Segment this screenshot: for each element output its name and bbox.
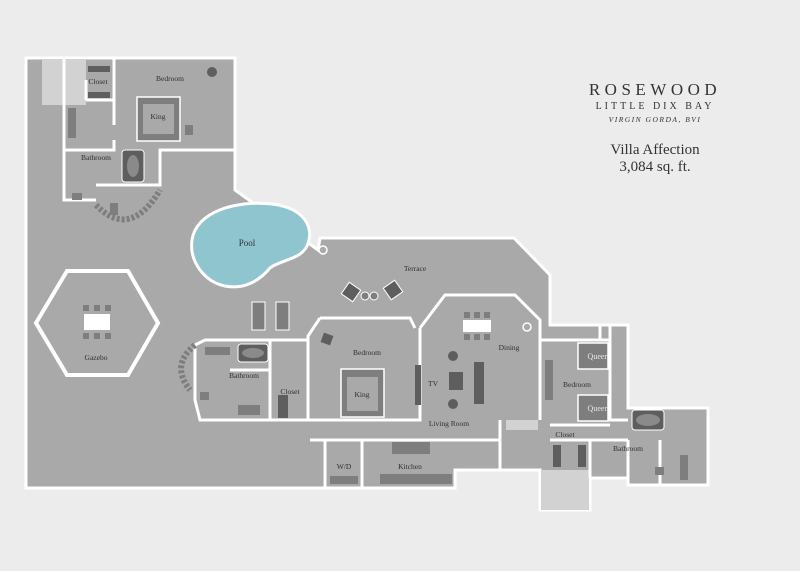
armchair-2 [448,399,458,409]
kitchen-counter [380,474,452,484]
washer-dryer [330,476,358,484]
brand-name: ROSEWOOD [588,80,722,99]
closet-shelf-mid [278,395,288,418]
label-closet-right: Closet [555,430,575,439]
label-wd: W/D [337,462,352,471]
label-bathroom-top: Bathroom [81,153,111,162]
right-suite-walls [550,325,662,485]
label-queen-1: Queen [588,352,609,361]
bed-mid-inner [347,377,378,411]
vanity-right [680,455,688,480]
closet-shelf-top-2 [88,92,110,98]
dining-plant [522,322,532,332]
bathtub-right-basin [636,414,660,426]
bed-queen-1 [577,342,609,370]
label-tv: TV [428,379,439,388]
toilet-mid [200,392,209,400]
sink-top [110,203,118,215]
label-gazebo: Gazebo [85,353,108,362]
dining-table [463,320,491,332]
bed-top-inner [143,104,174,134]
gazebo-table [84,314,110,330]
label-bathroom-mid: Bathroom [229,371,259,380]
label-king-top: King [151,112,166,121]
terrace-plant [318,245,328,255]
label-kitchen: Kitchen [398,462,422,471]
closet-shelf-right-1 [553,445,561,467]
brand-location: VIRGIN GORDA, BVI [608,115,702,124]
label-bedroom-top: Bedroom [156,74,184,83]
pool [190,201,312,289]
sink-mid [238,405,260,415]
tv-console [415,365,421,405]
top-suite-walls [62,58,235,202]
brand-block: ROSEWOOD LITTLE DIX BAY VIRGIN GORDA, BV… [555,80,755,176]
label-terrace: Terrace [404,264,427,273]
label-bedroom-mid: Bedroom [353,348,381,357]
label-bedroom-right: Bedroom [563,380,591,389]
toilet-right [655,467,664,475]
label-queen-2: Queen [588,404,609,413]
villa-name: Villa Affection [610,142,700,158]
closet-shelf-top [88,66,110,72]
pool-loungers [251,301,290,331]
sofa [474,362,484,404]
nightstand-top [185,125,193,135]
vanity-top [68,108,76,138]
desk-right [545,360,553,400]
label-bathroom-right: Bathroom [613,444,643,453]
label-closet-top: Closet [88,77,108,86]
villa-area: 3,084 sq. ft. [619,159,691,175]
gazebo-chairs [83,305,111,339]
brand-subtitle: LITTLE DIX BAY [595,101,715,112]
bathtub-top-basin [127,155,139,177]
chair-mid [320,332,334,346]
dining-chairs [464,312,490,340]
outdoor-shower-mid [178,342,197,392]
label-king-mid: King [355,390,370,399]
bed-queen-2 [577,394,609,422]
terrace-chairs [340,279,404,303]
middle-suite-walls [193,293,550,488]
toilet-top [72,193,82,200]
label-closet-mid: Closet [280,387,300,396]
kitchen-island [392,442,430,454]
label-dining: Dining [499,343,520,352]
label-living-room: Living Room [429,419,469,428]
label-pool: Pool [239,238,256,248]
outdoor-shower-top [93,188,163,223]
kitchen-cabinet [506,420,538,430]
armchair-1 [448,351,458,361]
closet-shelf-right-2 [578,445,586,467]
chair-top [207,67,217,77]
entry-area-bottom [541,470,589,510]
vanity-mid [205,347,230,355]
coffee-table [449,372,463,390]
bathtub-mid-basin [242,348,264,358]
